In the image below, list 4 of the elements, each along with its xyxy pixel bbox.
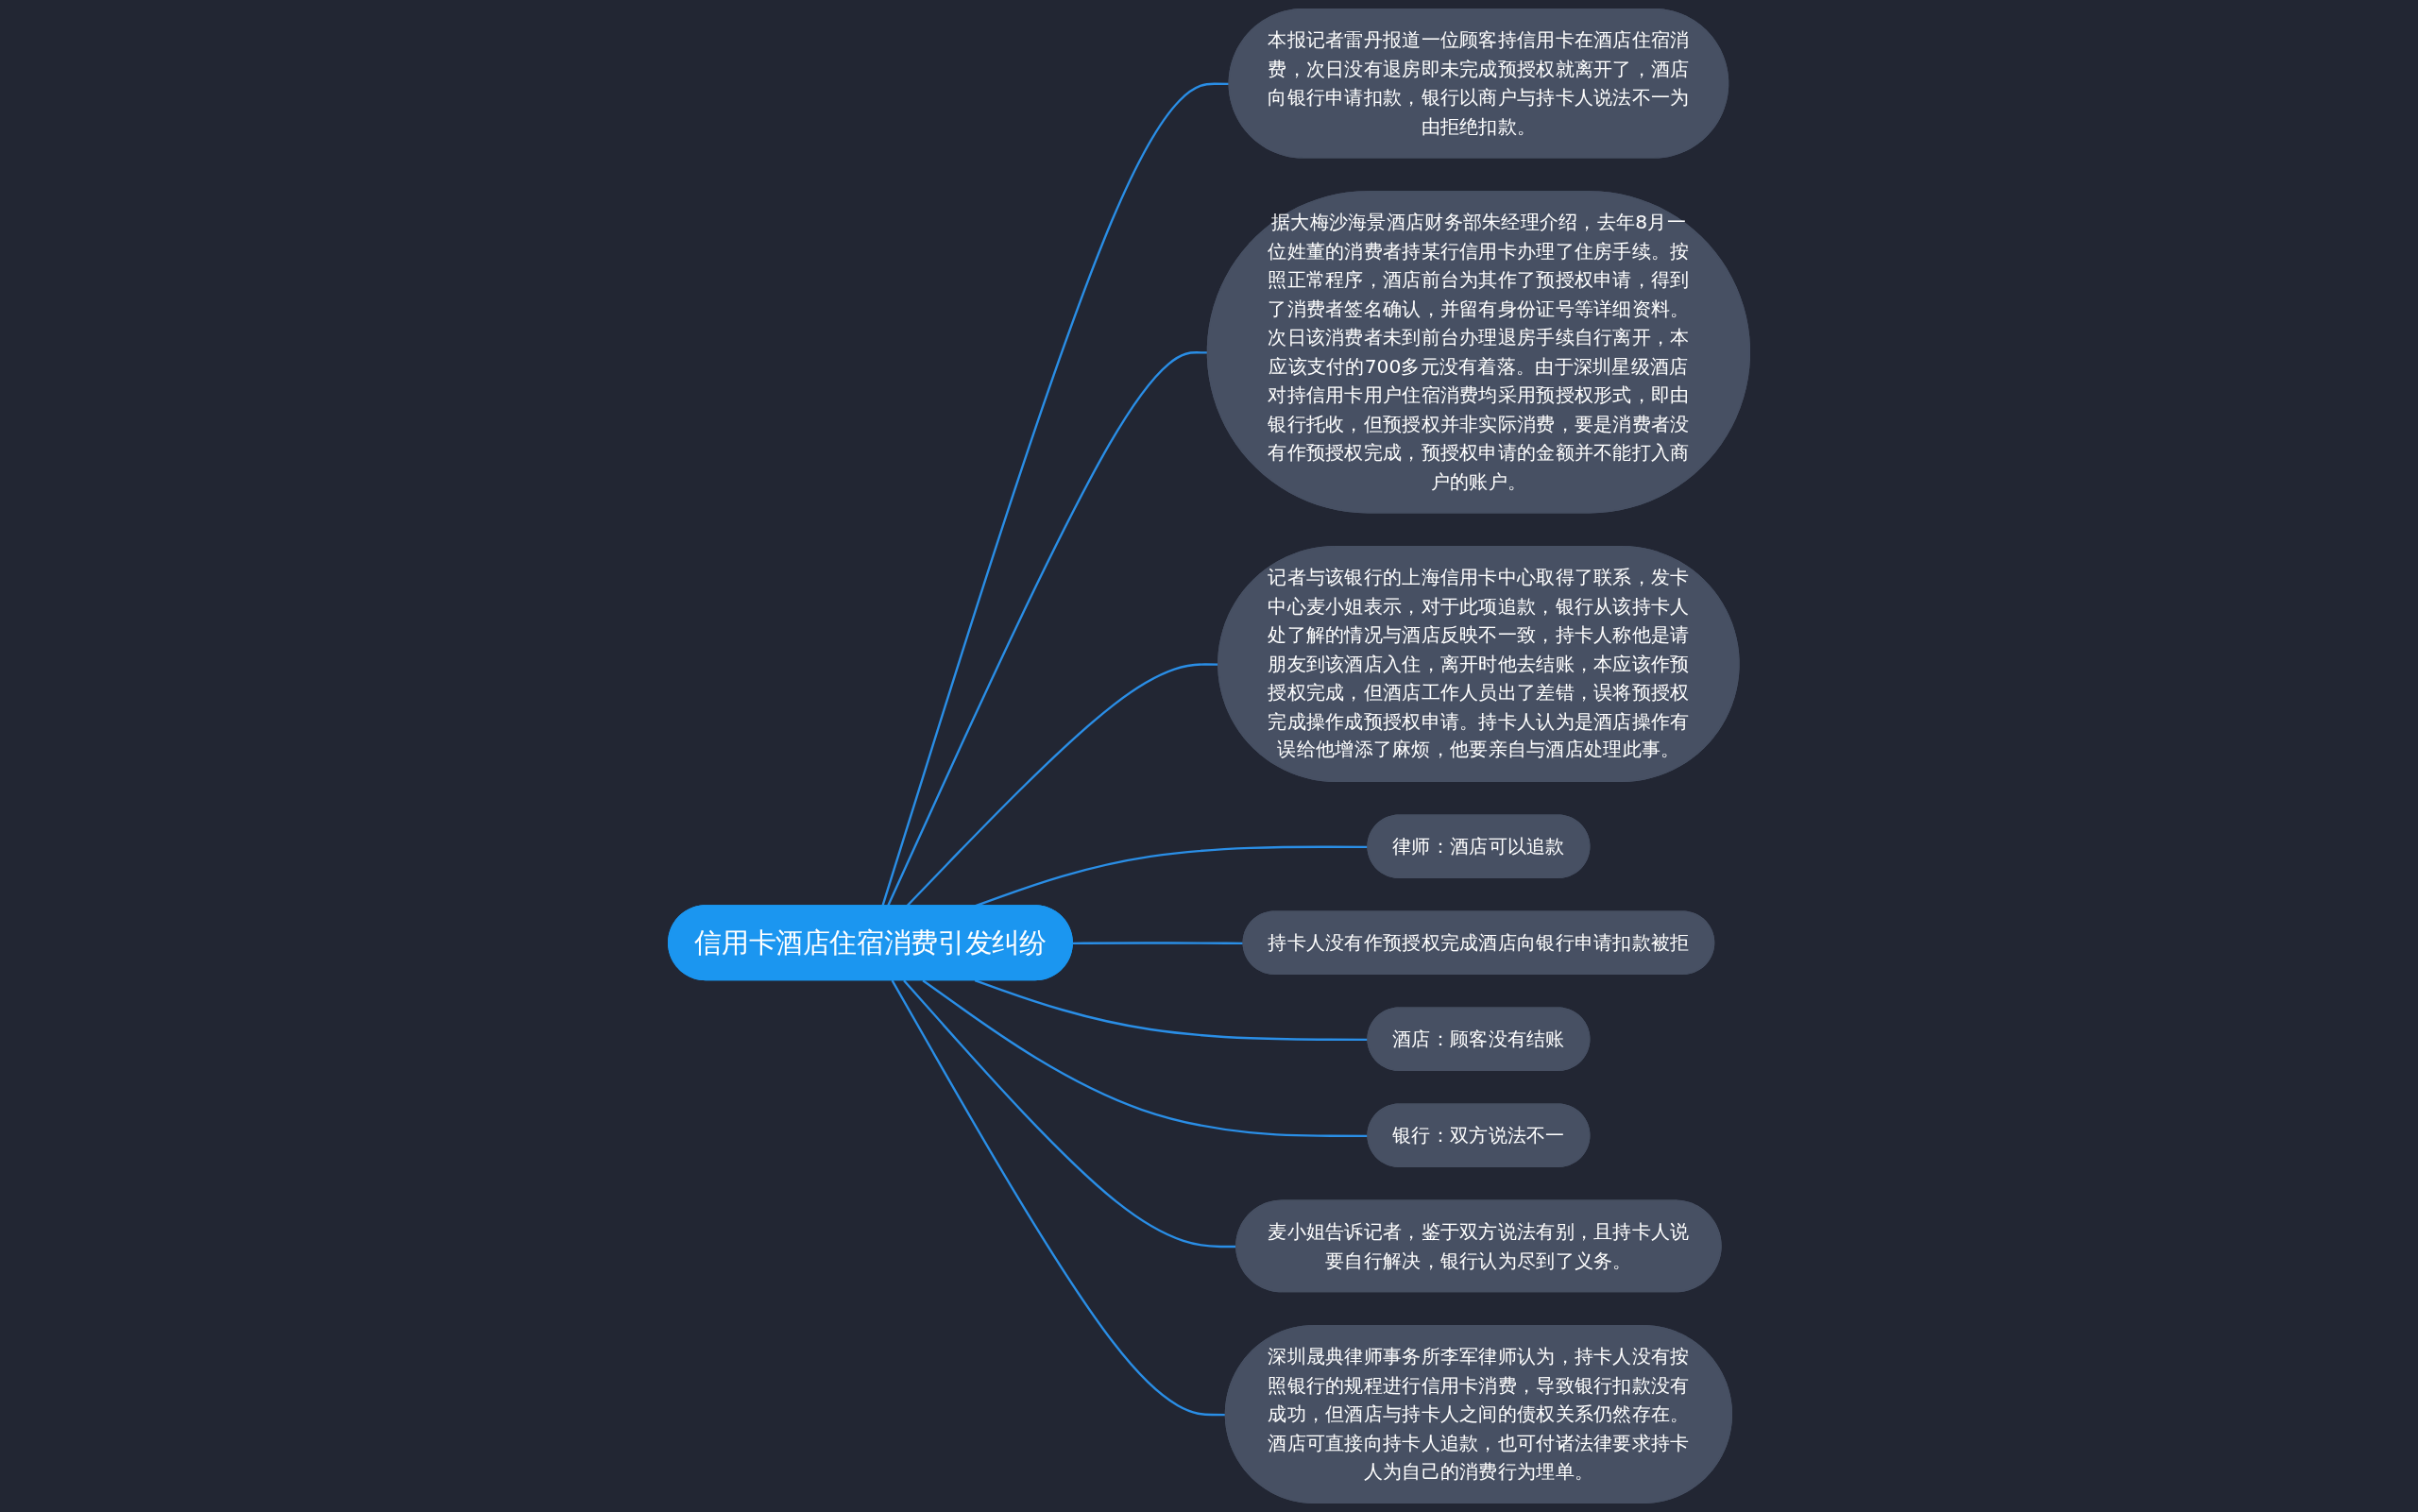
connector: [891, 979, 1226, 1417]
connector: [881, 82, 1230, 907]
connector: [1072, 942, 1244, 945]
connector: [903, 979, 1237, 1249]
